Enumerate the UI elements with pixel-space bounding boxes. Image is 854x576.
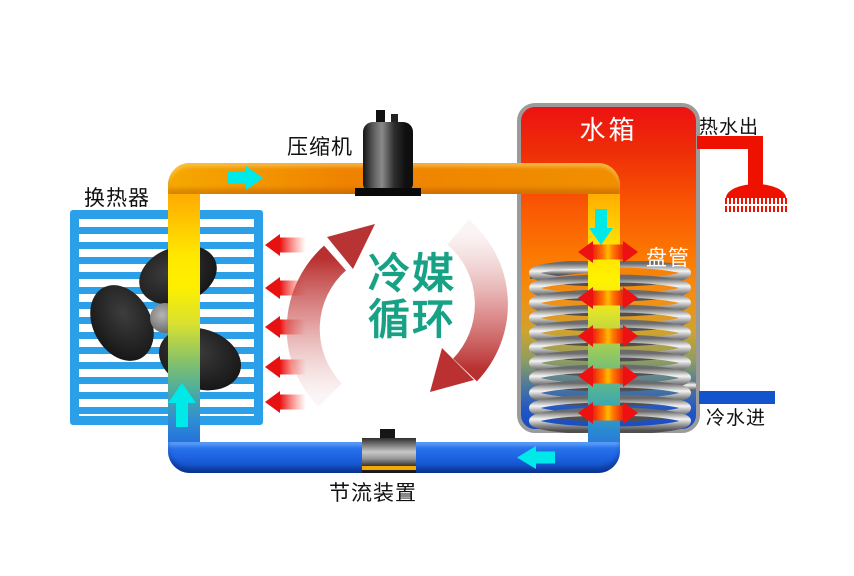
hot-water-out-label: 热水出 bbox=[699, 116, 760, 138]
compressor-pipe-stub bbox=[376, 110, 385, 126]
flow-arrow-down-icon bbox=[589, 209, 613, 245]
cycle-arrows-icon bbox=[286, 219, 508, 407]
cold-water-inlet-pipe bbox=[699, 391, 775, 404]
throttle-knob bbox=[380, 429, 395, 440]
fan-blade bbox=[90, 285, 154, 361]
compressor-pipe-stub bbox=[391, 114, 398, 126]
flow-arrow-up-icon bbox=[168, 383, 196, 427]
compressor-base bbox=[355, 188, 421, 196]
flow-arrow-right-icon bbox=[227, 166, 263, 190]
throttling-device-label: 节流装置 bbox=[329, 481, 417, 505]
throttle-body bbox=[362, 438, 416, 473]
water-tank-label: 水箱 bbox=[579, 116, 638, 146]
shower-icon bbox=[697, 136, 787, 212]
throttling-device-icon bbox=[362, 429, 416, 473]
heat-exchanger-label: 换热器 bbox=[84, 186, 150, 210]
throttle-stripe bbox=[362, 466, 416, 470]
compressor-label: 压缩机 bbox=[287, 135, 353, 159]
heat-out-arrow-icon bbox=[578, 365, 638, 387]
compressor-body bbox=[363, 122, 413, 190]
heat-out-arrow-icon bbox=[578, 241, 638, 263]
heat-in-arrow-icon bbox=[265, 391, 306, 413]
cold-water-in-label: 冷水进 bbox=[706, 407, 767, 429]
refrigerant-cycle-label: 冷媒 循环 bbox=[352, 251, 472, 343]
heat-out-arrow-icon bbox=[578, 402, 638, 424]
coil-label: 盘管 bbox=[646, 246, 690, 270]
heat-in-arrow-icon bbox=[265, 234, 306, 256]
compressor-icon bbox=[355, 110, 421, 196]
heat-out-arrow-icon bbox=[578, 325, 638, 347]
fan-icon bbox=[90, 245, 242, 391]
refrigerant-cycle-line2: 循环 bbox=[367, 295, 456, 344]
flow-arrow-left-icon bbox=[517, 446, 555, 469]
heat-out-arrow-icon bbox=[578, 287, 638, 309]
shower-spray bbox=[725, 198, 787, 204]
refrigerant-cycle-line1: 冷媒 bbox=[367, 249, 456, 298]
shower-spray bbox=[725, 206, 787, 212]
